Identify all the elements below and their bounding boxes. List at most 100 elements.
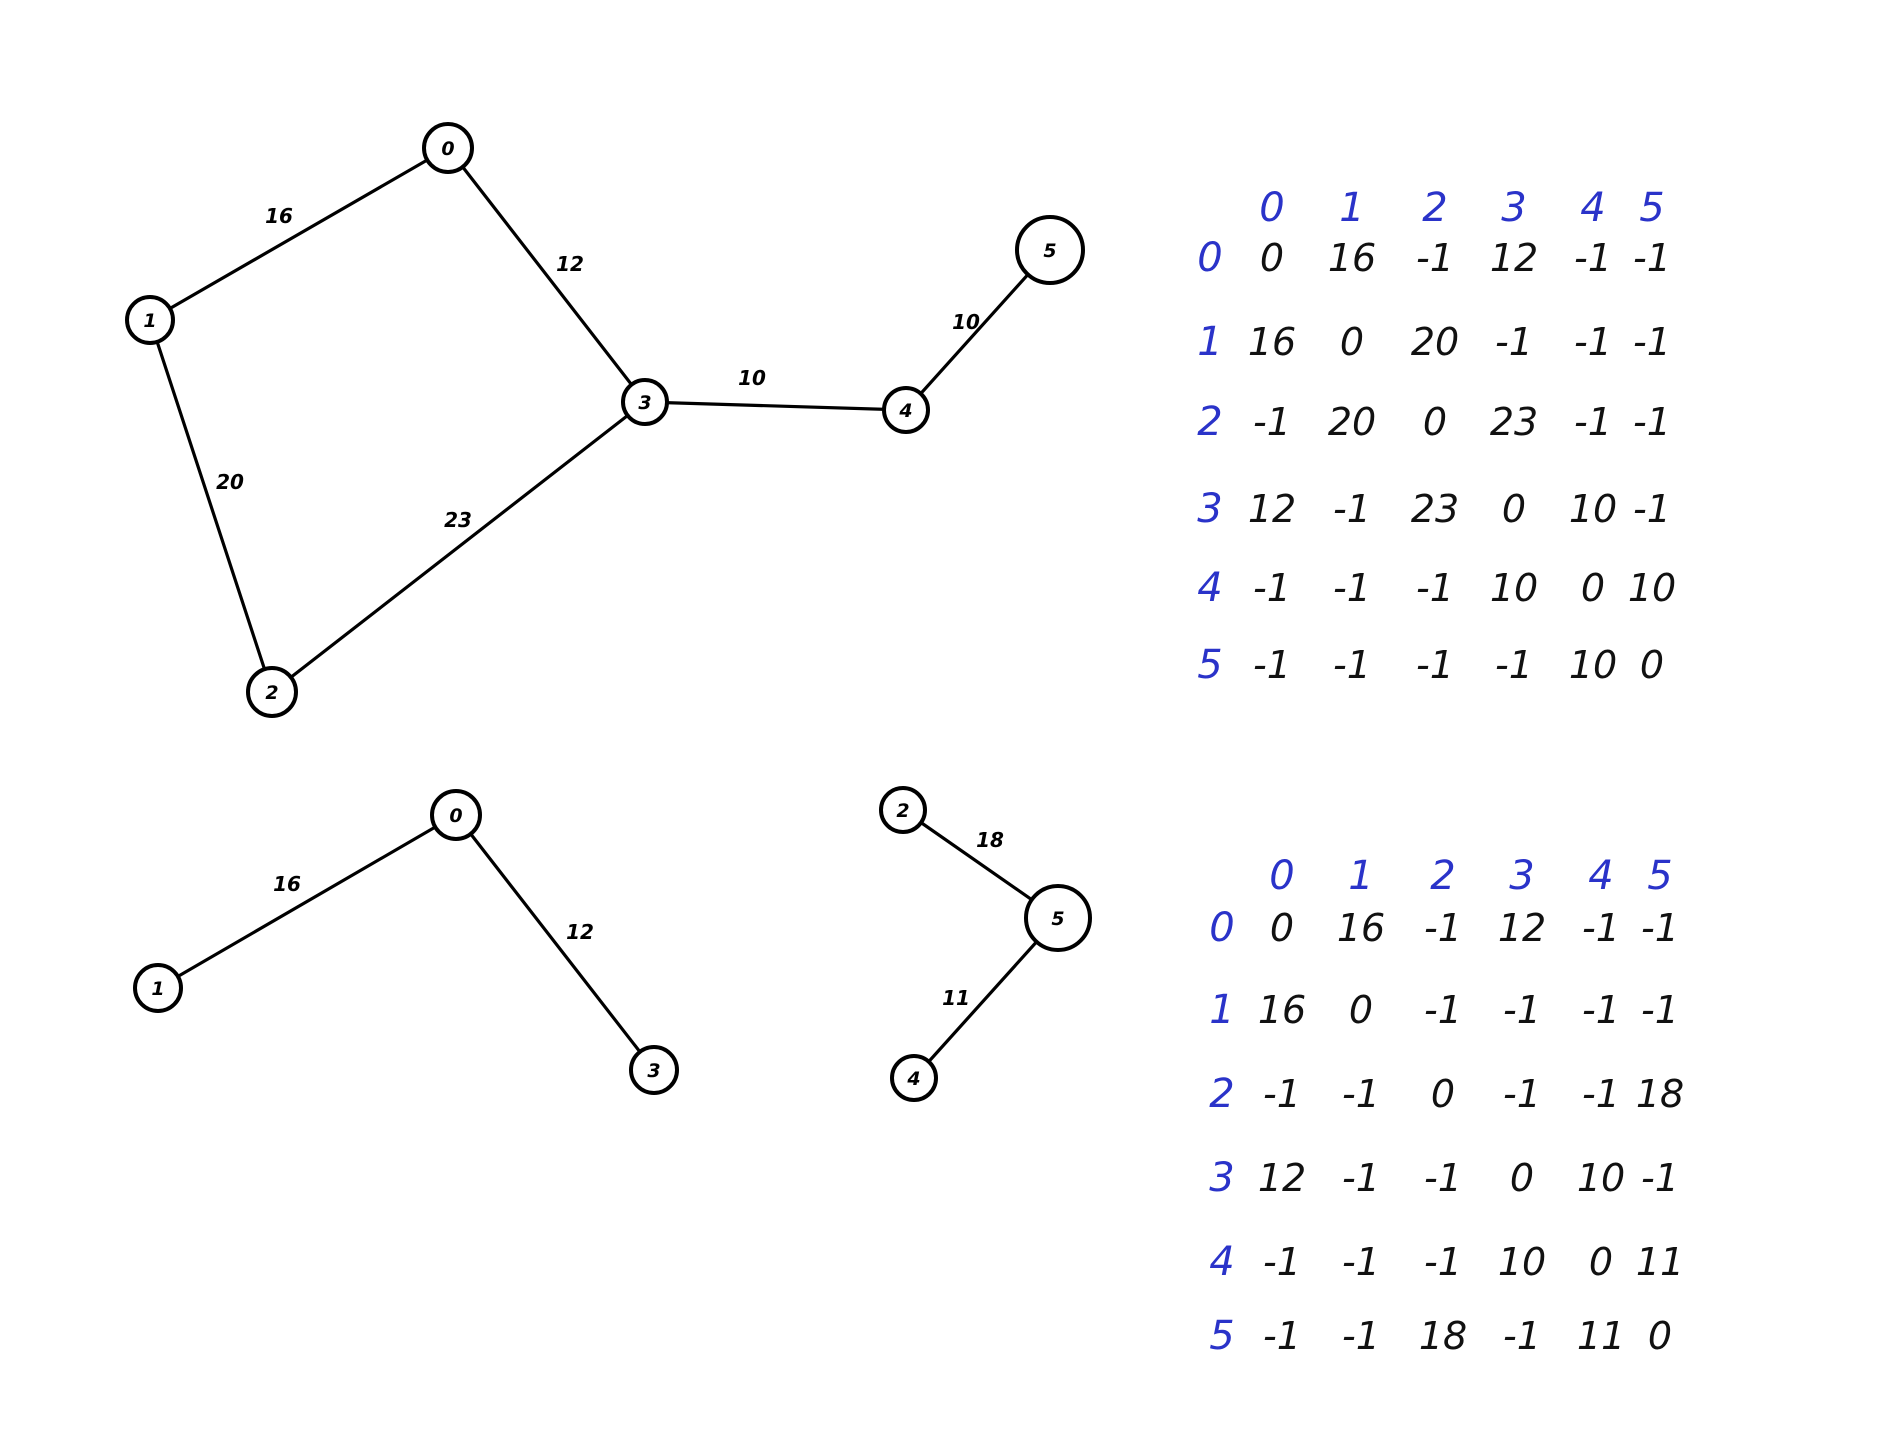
matrix-row-header: 1	[1197, 319, 1222, 365]
edge-weight-2-3: 23	[444, 508, 472, 532]
matrix-cell: 0	[1589, 1240, 1613, 1284]
matrix-row-header: 0	[1209, 905, 1234, 951]
node-4	[882, 386, 930, 434]
matrix-cell: -1	[1333, 566, 1371, 610]
matrix-cell: 0	[1270, 906, 1294, 950]
matrix-row-header: 3	[1197, 486, 1222, 532]
matrix-cell: 0	[1431, 1072, 1455, 1116]
matrix-cell: -1	[1253, 566, 1291, 610]
matrix-cell: 23	[1490, 400, 1538, 444]
edge-0-1	[156, 813, 458, 990]
edge-weight-0-3: 12	[566, 920, 594, 944]
node-0	[422, 122, 474, 174]
node-0	[430, 789, 482, 841]
node-2	[879, 786, 927, 834]
matrix-col-header: 5	[1647, 853, 1672, 899]
matrix-cell: 12	[1490, 236, 1538, 280]
matrix-cell: -1	[1263, 1314, 1301, 1358]
node-3	[621, 378, 669, 426]
matrix-cell: -1	[1424, 906, 1462, 950]
edge-weight-5-4: 11	[942, 986, 970, 1010]
matrix-cell: -1	[1582, 906, 1620, 950]
matrix-cell: -1	[1424, 1156, 1462, 1200]
matrix-col-header: 0	[1269, 853, 1294, 899]
matrix-cell: -1	[1495, 643, 1533, 687]
matrix-cell: 11	[1577, 1314, 1625, 1358]
matrix-cell: -1	[1582, 988, 1620, 1032]
matrix-cell: 0	[1349, 988, 1373, 1032]
matrix-cell: 23	[1411, 487, 1459, 531]
node-2	[246, 666, 298, 718]
matrix-col-header: 1	[1339, 185, 1364, 231]
edge-3-4	[643, 400, 908, 412]
matrix-cell: -1	[1633, 236, 1671, 280]
edge-4-5	[904, 248, 1052, 412]
node-5	[1015, 215, 1085, 285]
matrix-cell: 10	[1569, 487, 1617, 531]
matrix-cell: -1	[1641, 988, 1679, 1032]
matrix-cell: -1	[1416, 566, 1454, 610]
node-label-4: 4	[898, 400, 912, 422]
matrix-row-header: 5	[1197, 642, 1222, 688]
matrix-row-header: 5	[1209, 1313, 1234, 1359]
matrix-cell: 11	[1636, 1240, 1684, 1284]
matrix-cell: -1	[1342, 1240, 1380, 1284]
matrix-cell: -1	[1633, 487, 1671, 531]
node-1	[125, 295, 175, 345]
matrix-row-header: 4	[1197, 565, 1222, 611]
edge-weight-1-2: 20	[216, 470, 244, 494]
matrix-cell: 10	[1498, 1240, 1546, 1284]
matrix-cell: -1	[1503, 1314, 1541, 1358]
matrix-cell: -1	[1263, 1072, 1301, 1116]
edge-weight-3-4: 10	[738, 366, 766, 390]
edge-2-3	[270, 400, 647, 694]
matrix-cell: -1	[1253, 400, 1291, 444]
matrix-cell: -1	[1582, 1072, 1620, 1116]
matrix-cell: -1	[1263, 1240, 1301, 1284]
node-label-0: 0	[441, 138, 454, 160]
node-4	[890, 1054, 938, 1102]
matrix-cell: 16	[1248, 320, 1296, 364]
edge-weight-0-3: 12	[556, 252, 584, 276]
matrix-cell: 18	[1636, 1072, 1684, 1116]
matrix-cell: -1	[1574, 320, 1612, 364]
matrix-cell: 18	[1419, 1314, 1467, 1358]
matrix-cell: -1	[1641, 906, 1679, 950]
matrix-row-header: 2	[1197, 399, 1222, 445]
matrix-row-header: 4	[1209, 1239, 1234, 1285]
matrix-cell: 0	[1648, 1314, 1672, 1358]
matrix-col-header: 0	[1259, 185, 1284, 231]
matrix-row-header: 1	[1209, 987, 1234, 1033]
edge-weight-2-5: 18	[976, 828, 1004, 852]
matrix-row-header: 3	[1209, 1155, 1234, 1201]
matrix-col-header: 2	[1422, 185, 1447, 231]
matrix-cell: -1	[1342, 1072, 1380, 1116]
node-label-4: 4	[906, 1068, 920, 1090]
node-5	[1024, 884, 1092, 952]
matrix-cell: -1	[1333, 487, 1371, 531]
matrix-row-header: 0	[1197, 235, 1222, 281]
node-1	[133, 963, 183, 1013]
node-label-2: 2	[265, 682, 278, 704]
matrix-cell: 0	[1340, 320, 1364, 364]
matrix-cell: 10	[1628, 566, 1676, 610]
matrix-cell: -1	[1633, 320, 1671, 364]
matrix-cell: -1	[1641, 1156, 1679, 1200]
matrix-cell: 20	[1411, 320, 1459, 364]
matrix-cell: -1	[1342, 1314, 1380, 1358]
matrix-cell: 12	[1498, 906, 1546, 950]
matrix-col-header: 1	[1348, 853, 1373, 899]
matrix-cell: -1	[1633, 400, 1671, 444]
matrix-col-header: 2	[1430, 853, 1455, 899]
matrix-cell: 0	[1502, 487, 1526, 531]
edge-0-3	[454, 813, 656, 1072]
matrix-cell: 0	[1640, 643, 1664, 687]
matrix-cell: -1	[1503, 1072, 1541, 1116]
edge-weight-0-1: 16	[273, 872, 301, 896]
matrix-cell: 0	[1423, 400, 1447, 444]
matrix-cell: 20	[1328, 400, 1376, 444]
